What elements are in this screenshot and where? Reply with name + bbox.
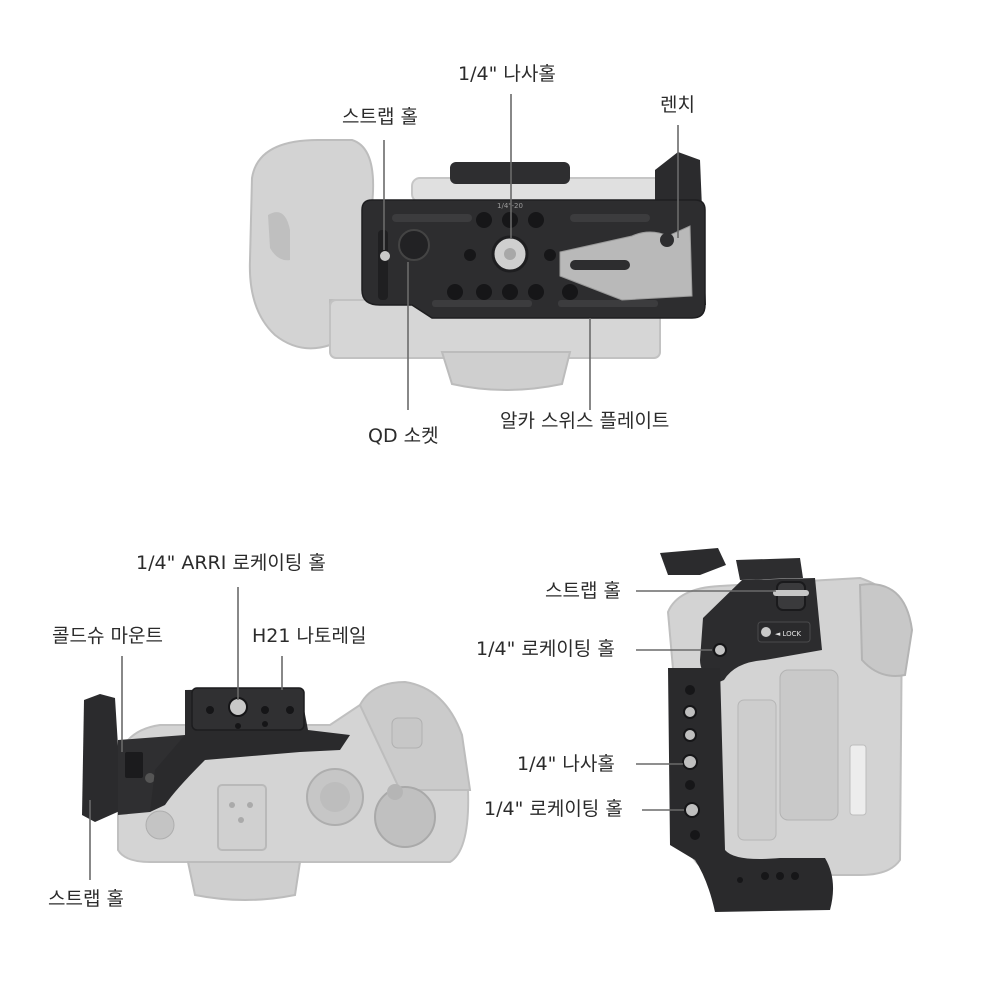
side-strip bbox=[849, 744, 867, 816]
eyepiece-side bbox=[186, 861, 302, 901]
label-front-strap-hole: 스트랩 홀 bbox=[545, 580, 621, 602]
hole bbox=[544, 249, 556, 261]
hole bbox=[737, 877, 743, 883]
hole bbox=[685, 780, 695, 790]
hole bbox=[683, 705, 697, 719]
hole bbox=[235, 723, 241, 729]
hole bbox=[206, 706, 214, 714]
screw-hole-center-inner bbox=[504, 248, 516, 260]
eyepiece-shape bbox=[440, 351, 572, 391]
grip-detail bbox=[268, 212, 290, 261]
lock-tab bbox=[757, 621, 811, 643]
locating-hole-lower bbox=[684, 802, 700, 818]
shoe-contact bbox=[247, 802, 253, 808]
camera-cage-top-view: 1/4"-20 bbox=[248, 139, 706, 391]
hole bbox=[761, 872, 769, 880]
hole bbox=[286, 706, 294, 714]
camera-cage-side-view bbox=[82, 680, 472, 901]
plate-rail-bottom-2 bbox=[558, 300, 658, 307]
hole bbox=[791, 872, 799, 880]
hole bbox=[685, 685, 695, 695]
strap-pin bbox=[773, 590, 809, 596]
cold-shoe-slot bbox=[125, 752, 143, 778]
hole bbox=[528, 284, 544, 300]
label-top-arca-plate: 알카 스위스 플레이트 bbox=[500, 410, 670, 432]
wrench-pin bbox=[660, 233, 674, 247]
control-dial bbox=[374, 786, 436, 848]
hole bbox=[776, 872, 784, 880]
arri-locating-hole bbox=[228, 697, 248, 717]
label-side-arri-hole: 1/4" ARRI 로케이팅 홀 bbox=[136, 552, 326, 574]
qd-socket bbox=[398, 229, 430, 261]
hole bbox=[683, 728, 697, 742]
plate-rail-bottom bbox=[432, 300, 532, 307]
label-top-wrench: 렌치 bbox=[660, 94, 695, 116]
label-top-strap-hole: 스트랩 홀 bbox=[342, 106, 418, 128]
shoe-contact bbox=[238, 817, 244, 823]
top-clamp bbox=[450, 162, 570, 184]
label-side-strap-hole: 스트랩 홀 bbox=[48, 888, 124, 910]
cage-left-rail bbox=[668, 668, 834, 912]
hole bbox=[502, 212, 518, 228]
hole bbox=[261, 706, 269, 714]
leader-lines bbox=[89, 94, 776, 880]
camera-cage-front-view: ◄ LOCK bbox=[660, 548, 914, 912]
h21-rail bbox=[191, 687, 305, 731]
hole bbox=[476, 284, 492, 300]
lock-text: ◄ LOCK bbox=[775, 630, 802, 638]
shoe-contact bbox=[229, 802, 235, 808]
side-button bbox=[145, 810, 175, 840]
plate-engraving: 1/4"-20 bbox=[497, 202, 523, 210]
hole bbox=[447, 284, 463, 300]
port-door bbox=[779, 669, 839, 821]
hole bbox=[262, 721, 268, 727]
button-cluster bbox=[391, 717, 423, 749]
strap-hole-post bbox=[378, 230, 388, 300]
label-side-cold-shoe: 콜드슈 마운트 bbox=[52, 625, 163, 647]
label-side-h21-rail: H21 나토레일 bbox=[252, 625, 367, 647]
control-button bbox=[387, 784, 403, 800]
hole bbox=[528, 212, 544, 228]
hole bbox=[476, 212, 492, 228]
hole bbox=[562, 284, 578, 300]
label-front-locating-hole-1: 1/4" 로케이팅 홀 bbox=[476, 638, 615, 660]
port-door-2 bbox=[737, 699, 777, 841]
label-front-locating-hole-2: 1/4" 로케이팅 홀 bbox=[484, 798, 623, 820]
plate-rail-right bbox=[570, 214, 650, 222]
label-top-qd-socket: QD 소켓 bbox=[368, 425, 439, 447]
eyepiece-front bbox=[858, 583, 914, 677]
hole bbox=[690, 830, 700, 840]
screw-hole-front bbox=[682, 754, 698, 770]
label-top-screw-hole: 1/4" 나사홀 bbox=[458, 63, 556, 85]
locating-hole-upper bbox=[713, 643, 727, 657]
cage-top-bar bbox=[736, 558, 803, 580]
hole bbox=[464, 249, 476, 261]
lock-screw bbox=[761, 627, 771, 637]
mode-dial-inner bbox=[320, 782, 350, 812]
hole bbox=[502, 284, 518, 300]
plate-rail-left bbox=[392, 214, 472, 222]
strap-screw bbox=[380, 251, 390, 261]
cage-top-handle bbox=[660, 548, 726, 575]
strap-screw-side bbox=[145, 773, 155, 783]
cage-side-bracket bbox=[82, 694, 122, 822]
label-front-screw-hole: 1/4" 나사홀 bbox=[517, 753, 615, 775]
wrench-slot bbox=[570, 260, 630, 270]
